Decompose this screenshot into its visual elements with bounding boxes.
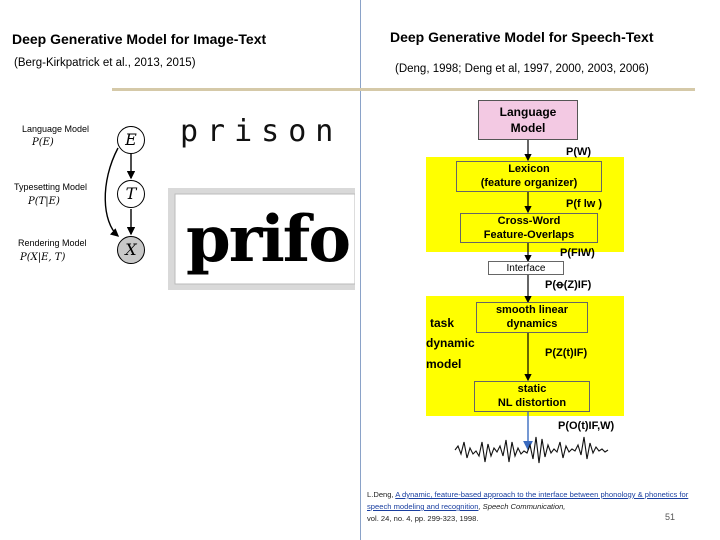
crossword-line2: Feature-Overlaps [483, 229, 575, 241]
graph-edges [104, 147, 355, 290]
image-text-figure: Language Model P(E) Typesetting Model P(… [10, 112, 355, 290]
p-zt-f-label: P(Z(t)IF) [545, 347, 588, 359]
language-model-line1: Language [499, 105, 557, 119]
reference-footnote: L.Deng, A dynamic, feature-based approac… [367, 489, 692, 525]
left-title: Deep Generative Model for Image-Text [12, 31, 267, 47]
static-distortion-box: static NL distortion [474, 381, 590, 412]
smooth-line1: smooth linear [495, 304, 569, 316]
right-citation: (Deng, 1998; Deng et al, 1997, 2000, 200… [395, 63, 649, 75]
rendered-word-panel [174, 193, 355, 285]
crossword-box: Cross-Word Feature-Overlaps [460, 213, 598, 243]
rendering-model-formula: P(X|E, T) [20, 252, 66, 263]
left-citation: (Berg-Kirkpatrick et al., 2013, 2015) [14, 57, 196, 69]
lexicon-box: Lexicon (feature organizer) [456, 161, 602, 192]
footnote-volume: vol. 24, no. 4, pp. 299-323, 1998. [367, 514, 479, 523]
p-fw-label: P(FIW) [560, 247, 595, 259]
dynamic-label: dynamic [426, 336, 475, 350]
header-rule [112, 88, 695, 91]
column-divider [360, 0, 361, 540]
lexicon-line2: (feature organizer) [480, 177, 578, 189]
static-line1: static [517, 383, 547, 395]
smooth-dynamics-box: smooth linear dynamics [476, 302, 588, 333]
page-number: 51 [665, 512, 676, 522]
language-model-line2: Model [510, 121, 546, 135]
edge-e-x [104, 147, 120, 237]
typesetting-model-formula: P(T|E) [28, 196, 60, 207]
language-model-formula: P(E) [32, 137, 54, 148]
paper-link[interactable]: A dynamic, feature-based approach to the… [367, 490, 689, 511]
p-z-f-label: P(ꝋ(Z)IF) [545, 279, 592, 291]
node-e: E [117, 126, 145, 154]
speech-waveform [454, 436, 609, 464]
task-label: task [430, 316, 455, 330]
node-t: T [117, 180, 145, 208]
language-model-label: Language Model [22, 124, 90, 134]
interface-box: Interface [488, 261, 564, 275]
lexicon-line1: Lexicon [508, 163, 550, 175]
crossword-line1: Cross-Word [497, 215, 561, 227]
p-ot-label: P(O(t)IF,W) [558, 420, 615, 432]
node-x: X [117, 236, 145, 264]
static-line2: NL distortion [497, 397, 567, 409]
model-label: model [426, 357, 462, 371]
p-w-label: P(W) [566, 146, 592, 158]
right-title: Deep Generative Model for Speech-Text [390, 29, 654, 45]
rendered-word: prifo [186, 202, 351, 277]
smooth-line2: dynamics [506, 318, 558, 330]
typesetting-model-label: Typesetting Model [14, 182, 88, 192]
language-model-box: Language Model [478, 100, 578, 140]
clean-word: prison [180, 114, 343, 149]
p-f-w-label: P(f lw ) [566, 198, 603, 210]
footnote-authors: L.Deng, [367, 490, 396, 499]
rendering-model-label: Rendering Model [18, 238, 87, 248]
footnote-journal: , Speech Communication, [478, 502, 566, 511]
